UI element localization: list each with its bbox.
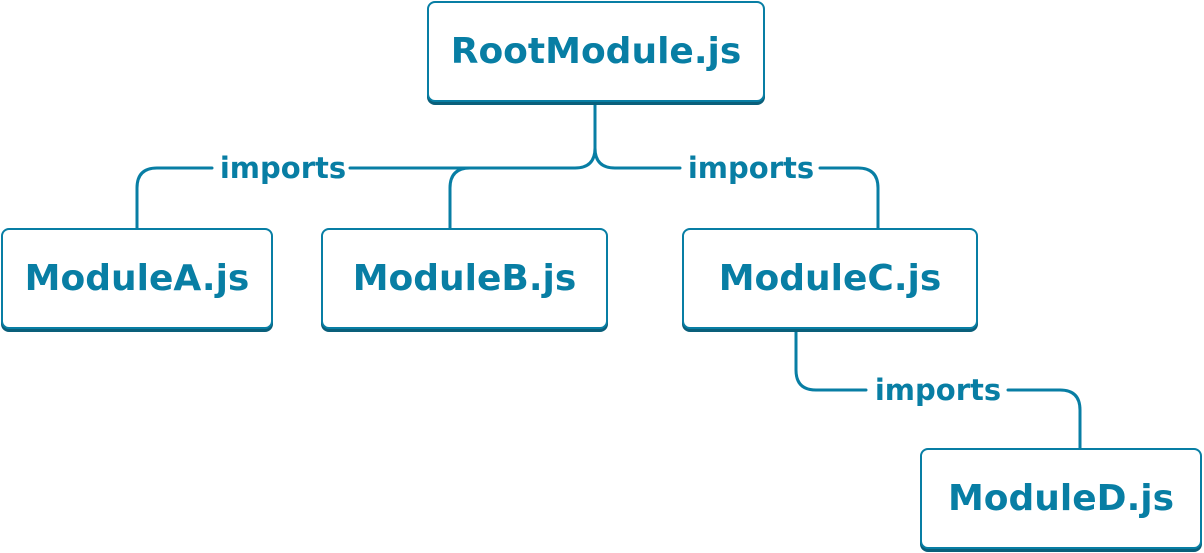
node-module-d-label: ModuleD.js: [947, 478, 1175, 519]
edge-label-imports-c-to-d: imports: [875, 373, 1001, 407]
connector-module-c-to-module-d: [794, 329, 1082, 450]
node-root-module-label: RootModule.js: [450, 31, 742, 72]
node-module-b-label: ModuleB.js: [352, 258, 577, 299]
node-module-b: ModuleB.js: [321, 228, 608, 329]
root-trunk-connector: [348, 102, 682, 170]
node-module-a-label: ModuleA.js: [24, 258, 250, 299]
node-module-d: ModuleD.js: [920, 448, 1202, 549]
edge-label-imports-right: imports: [688, 151, 814, 185]
connector-root-to-module-c: [818, 166, 880, 230]
edge-label-imports-left: imports: [220, 151, 346, 185]
node-module-a: ModuleA.js: [1, 228, 273, 329]
node-module-c: ModuleC.js: [682, 228, 978, 329]
connector-root-to-module-a: [135, 166, 214, 230]
connector-root-to-module-b: [448, 166, 472, 230]
node-module-c-label: ModuleC.js: [718, 258, 942, 299]
node-root-module: RootModule.js: [427, 1, 765, 102]
